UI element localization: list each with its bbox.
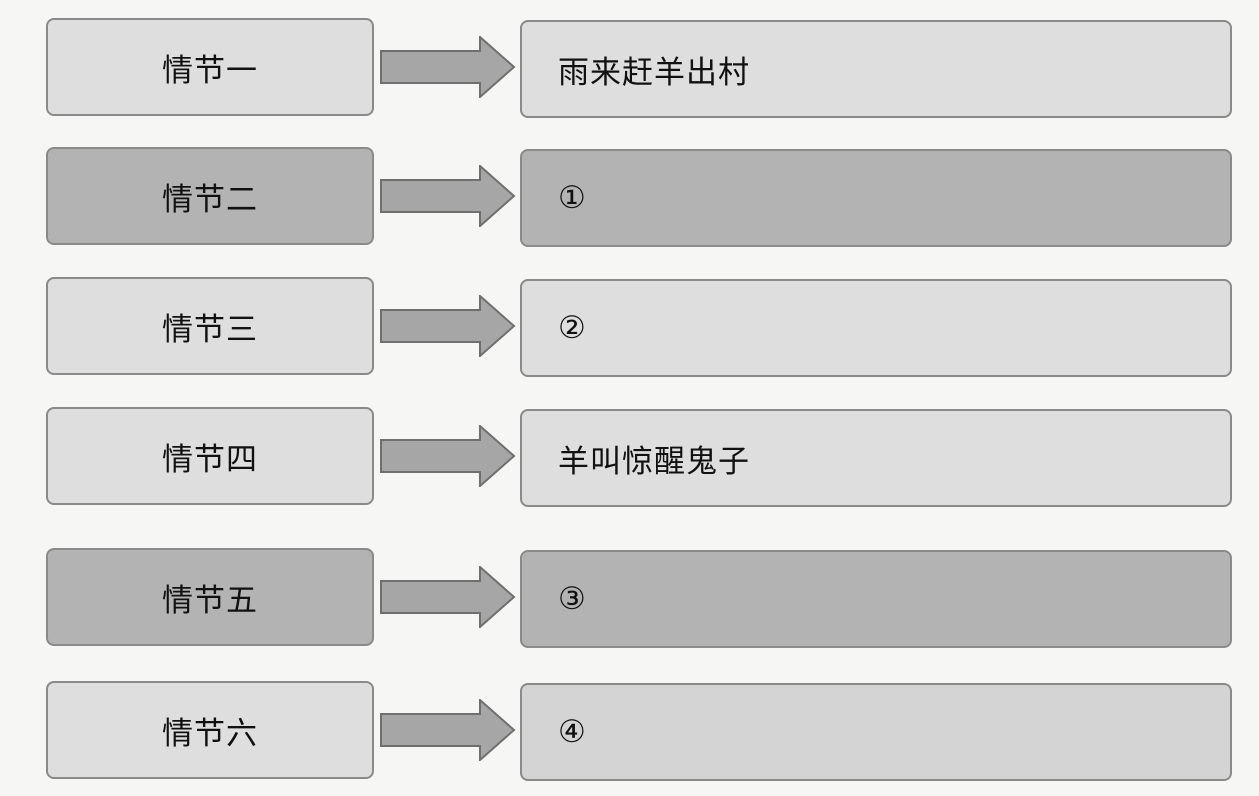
right-arrow-icon <box>380 36 516 98</box>
plot-content-box: 雨来赶羊出村 <box>520 20 1232 118</box>
plot-row-3: 情节三 ② <box>0 277 1259 379</box>
plot-label: 情节二 <box>162 181 258 218</box>
plot-content-box: ① <box>520 149 1232 247</box>
plot-label: 情节三 <box>162 311 258 348</box>
plot-content-box: ② <box>520 279 1232 377</box>
plot-content: 羊叫惊醒鬼子 <box>558 443 750 480</box>
right-arrow-icon <box>380 566 516 628</box>
plot-content-box: ④ <box>520 683 1232 781</box>
plot-content: 雨来赶羊出村 <box>558 54 750 91</box>
plot-row-4: 情节四 羊叫惊醒鬼子 <box>0 407 1259 509</box>
plot-label: 情节六 <box>162 715 258 752</box>
plot-row-2: 情节二 ① <box>0 147 1259 249</box>
plot-content-box: 羊叫惊醒鬼子 <box>520 409 1232 507</box>
plot-label-box: 情节三 <box>46 277 374 375</box>
plot-label-box: 情节二 <box>46 147 374 245</box>
right-arrow-icon <box>380 425 516 487</box>
plot-content: ① <box>558 180 587 216</box>
plot-content: ② <box>558 310 587 346</box>
plot-label-box: 情节五 <box>46 548 374 646</box>
plot-content-box: ③ <box>520 550 1232 648</box>
plot-label: 情节四 <box>162 441 258 478</box>
plot-content: ④ <box>558 714 587 750</box>
plot-label-box: 情节一 <box>46 18 374 116</box>
plot-row-6: 情节六 ④ <box>0 681 1259 783</box>
plot-label: 情节一 <box>162 52 258 89</box>
plot-row-5: 情节五 ③ <box>0 548 1259 650</box>
right-arrow-icon <box>380 699 516 761</box>
plot-label: 情节五 <box>162 582 258 619</box>
plot-label-box: 情节六 <box>46 681 374 779</box>
right-arrow-icon <box>380 295 516 357</box>
plot-row-1: 情节一 雨来赶羊出村 <box>0 18 1259 120</box>
plot-content: ③ <box>558 581 587 617</box>
right-arrow-icon <box>380 165 516 227</box>
plot-label-box: 情节四 <box>46 407 374 505</box>
